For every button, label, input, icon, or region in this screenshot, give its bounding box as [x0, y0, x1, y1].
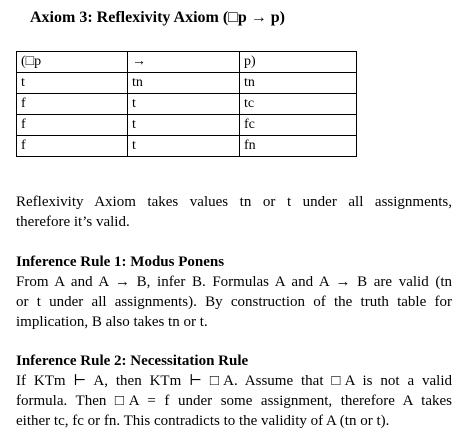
rule2-title: Inference Rule 2: Necessitation Rule: [16, 353, 249, 369]
section-heading: Axiom 3: Reflexivity Axiom (□p → p): [30, 9, 285, 26]
table-cell: tn: [127, 72, 240, 94]
axiom-validity-paragraph: Reflexivity Axiom takes values tn or t u…: [16, 192, 452, 232]
paragraph-line: either tc, fc or fn. This contradicts to…: [16, 413, 390, 429]
paragraph-line: From A and A → B, infer B. Formulas A an…: [16, 274, 452, 290]
table-header-cell: →: [127, 51, 240, 73]
table-cell: t: [16, 72, 128, 94]
table-cell: fn: [239, 135, 357, 157]
rule2-paragraph: If KTm ⊢ A, then KTm ⊢ □A. Assume that □…: [16, 371, 452, 431]
rule1-title: Inference Rule 1: Modus Ponens: [16, 254, 225, 270]
paragraph-line: implication, B also takes tn or t.: [16, 314, 208, 330]
table-cell: t: [127, 135, 240, 157]
rule1-paragraph: From A and A → B, infer B. Formulas A an…: [16, 272, 452, 332]
table-cell: tn: [239, 72, 357, 94]
table-header-cell: (□p: [16, 51, 128, 73]
paragraph-line: Reflexivity Axiom takes values tn or t u…: [16, 194, 452, 210]
paragraph-line: formula. Then □A = f under some assignme…: [16, 393, 452, 409]
paragraph-line: If KTm ⊢ A, then KTm ⊢ □A. Assume that □…: [16, 373, 452, 389]
truth-table: (□p → p) t tn tn f t tc f t fc f t fn: [16, 51, 357, 157]
table-row: f t fn: [16, 135, 357, 157]
table-row: t tn tn: [16, 72, 357, 94]
table-cell: f: [16, 114, 128, 136]
table-cell: tc: [239, 93, 357, 115]
table-cell: fc: [239, 114, 357, 136]
paragraph-line: therefore it’s valid.: [16, 214, 130, 230]
table-cell: t: [127, 93, 240, 115]
table-row: f t fc: [16, 114, 357, 136]
table-cell: f: [16, 135, 128, 157]
table-row: f t tc: [16, 93, 357, 115]
table-cell: f: [16, 93, 128, 115]
table-cell: t: [127, 114, 240, 136]
table-header-row: (□p → p): [16, 51, 357, 73]
paragraph-line: or t under all assignments). By construc…: [16, 294, 452, 310]
table-header-cell: p): [239, 51, 357, 73]
